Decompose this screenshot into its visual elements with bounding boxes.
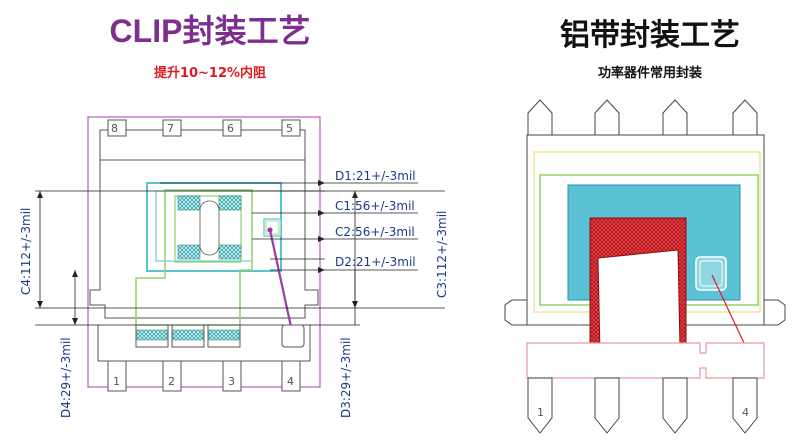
clip-bottom-leads bbox=[107, 360, 301, 392]
clip-pin-label-1: 1 bbox=[113, 375, 120, 388]
clip-pin-label-8: 8 bbox=[111, 122, 118, 135]
aluminum-ribbon-process-subtitle: 功率器件常用封装 bbox=[597, 66, 702, 81]
dim-label-c2: C2:56+/-3mil bbox=[335, 225, 415, 239]
aluminum-ribbon-process-title: 铝带封装工艺 bbox=[560, 18, 740, 53]
dim-label-c3: C3:112+/-3mil bbox=[435, 211, 449, 298]
clip-top-leads bbox=[107, 119, 301, 137]
dim-label-c1: C1:56+/-3mil bbox=[335, 199, 415, 213]
clip-pin-label-2: 2 bbox=[168, 375, 175, 388]
clip-gate-wire bbox=[268, 229, 295, 337]
clip-pin-label-4: 4 bbox=[287, 375, 294, 388]
ribbon-bottom-leads bbox=[527, 377, 758, 434]
clip-pin-label-6: 6 bbox=[227, 122, 234, 135]
dim-label-d3: D3:29+/-3mil bbox=[339, 337, 353, 418]
aluminum-ribbon-package-drawing: 8 5 1 4 bbox=[504, 99, 786, 434]
clip-pin-label-5: 5 bbox=[286, 122, 293, 135]
dim-label-c4: C4:112+/-3mil bbox=[19, 208, 33, 295]
dim-label-d2: D2:21+/-3mil bbox=[335, 255, 416, 269]
dim-label-d1: D1:21+/-3mil bbox=[335, 169, 416, 183]
ribbon-pin-label-4: 4 bbox=[742, 406, 749, 419]
ribbon-top-leads bbox=[527, 99, 758, 136]
clip-pin-label-3: 3 bbox=[228, 375, 235, 388]
dim-label-d4: D4:29+/-3mil bbox=[59, 337, 73, 418]
clip-package-outline bbox=[87, 116, 321, 388]
clip-process-title: CLIP封装工艺 bbox=[109, 13, 311, 49]
clip-package-drawing: 8 7 6 5 bbox=[19, 116, 449, 418]
clip-process-subtitle: 提升10~12%内阻 bbox=[153, 66, 267, 81]
clip-pin-label-7: 7 bbox=[167, 122, 174, 135]
ribbon-pin-label-1: 1 bbox=[537, 406, 544, 419]
